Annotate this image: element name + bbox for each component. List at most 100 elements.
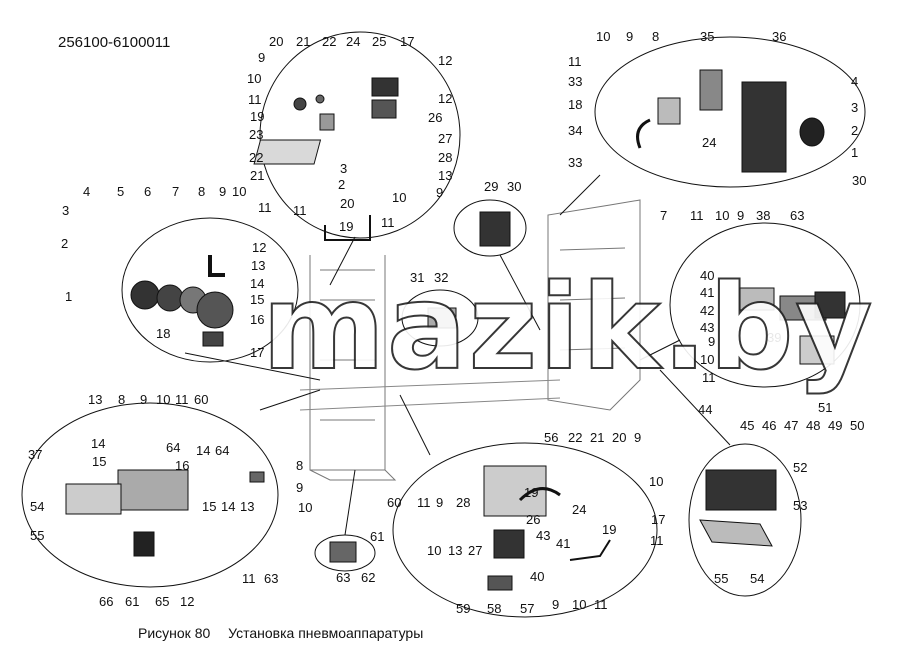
callout-bottom-left-10: 10 bbox=[156, 392, 170, 407]
callout-top-center-10: 10 bbox=[247, 71, 261, 86]
callout-right-51: 51 bbox=[818, 400, 832, 415]
callout-bottom-left-55: 55 bbox=[30, 528, 44, 543]
callout-bottom-left-14: 14 bbox=[221, 499, 235, 514]
callout-top-center-20: 20 bbox=[269, 34, 283, 49]
connector bbox=[499, 254, 541, 331]
valve-body bbox=[371, 99, 397, 119]
callout-top-right-11: 11 bbox=[568, 54, 582, 69]
callout-top-center-10: 10 bbox=[392, 190, 406, 205]
callout-right-38: 38 bbox=[756, 208, 770, 223]
connector bbox=[639, 339, 681, 361]
callout-right-41: 41 bbox=[700, 285, 714, 300]
callout-bottom-center-57: 57 bbox=[520, 601, 534, 616]
callout-top-center-28: 28 bbox=[438, 150, 452, 165]
callout-right-48: 48 bbox=[806, 418, 820, 433]
components bbox=[65, 69, 846, 591]
callout-bottom-left-13: 13 bbox=[240, 499, 254, 514]
callout-bottom-left-54: 54 bbox=[30, 499, 44, 514]
callout-left-16: 16 bbox=[250, 312, 264, 327]
callout-top-center-9: 9 bbox=[258, 50, 265, 65]
callout-left-3: 3 bbox=[62, 203, 69, 218]
housing-7 bbox=[196, 291, 234, 329]
callout-bottom-left-14: 14 bbox=[91, 436, 105, 451]
callout-right-9: 9 bbox=[708, 334, 715, 349]
diagram-lines bbox=[21, 31, 866, 618]
vehicle-frame-right bbox=[547, 199, 641, 411]
callout-bottom-center-17: 17 bbox=[651, 512, 665, 527]
callout-right-9: 9 bbox=[737, 208, 744, 223]
callout-left-18: 18 bbox=[156, 326, 170, 341]
detail-ellipse-bottom-right bbox=[688, 443, 802, 597]
elbow-8 bbox=[208, 255, 225, 277]
callout-left-17: 17 bbox=[250, 345, 264, 360]
callout-bottom-left-11: 11 bbox=[242, 571, 256, 586]
callout-bottom-center-24: 24 bbox=[572, 502, 586, 517]
callout-bottom-center-9: 9 bbox=[552, 597, 559, 612]
connector bbox=[259, 389, 321, 411]
unit-29 bbox=[479, 211, 511, 247]
detail-ellipse-bottom-center bbox=[392, 442, 658, 618]
unit-66 bbox=[133, 531, 155, 557]
unit-61 bbox=[329, 541, 357, 563]
callout-bottom-left-64: 64 bbox=[215, 443, 229, 458]
callout-bottom-center-28: 28 bbox=[456, 495, 470, 510]
detail-ellipse-top-center bbox=[259, 31, 461, 239]
fitting bbox=[293, 97, 307, 111]
part-58 bbox=[487, 575, 513, 591]
callout-top-right-33: 33 bbox=[568, 155, 582, 170]
callout-bottom-center-11: 11 bbox=[650, 533, 664, 548]
callout-right-11: 11 bbox=[690, 208, 704, 223]
callout-bottom-center-26: 26 bbox=[526, 512, 540, 527]
detail-ellipse-right bbox=[669, 222, 861, 388]
callout-bottom-left-61: 61 bbox=[125, 594, 139, 609]
callout-top-right-18: 18 bbox=[568, 97, 582, 112]
valve-block bbox=[253, 139, 322, 165]
callout-bottom-left-37: 37 bbox=[28, 447, 42, 462]
callout-bottom-center-20: 20 bbox=[612, 430, 626, 445]
callout-top-center-26: 26 bbox=[428, 110, 442, 125]
callout-right-10: 10 bbox=[700, 352, 714, 367]
callout-left-2: 2 bbox=[61, 236, 68, 251]
callout-left-1: 1 bbox=[65, 289, 72, 304]
bracket-35 bbox=[699, 69, 723, 111]
callout-bottom-center-19: 19 bbox=[602, 522, 616, 537]
disc-5 bbox=[156, 284, 184, 312]
callout-bottom-center-58: 58 bbox=[487, 601, 501, 616]
block-right-2 bbox=[814, 291, 846, 319]
callout-top-center-27: 27 bbox=[438, 131, 452, 146]
callout-bottom-small-63: 63 bbox=[336, 570, 350, 585]
pipe-19b bbox=[518, 487, 561, 502]
callout-bottom-center-21: 21 bbox=[590, 430, 604, 445]
callout-top-center-22: 22 bbox=[249, 150, 263, 165]
callout-bottom-small-62: 62 bbox=[361, 570, 375, 585]
callout-top-center-9: 9 bbox=[436, 185, 443, 200]
callout-right-40: 40 bbox=[700, 268, 714, 283]
callout-bottom-left-13: 13 bbox=[88, 392, 102, 407]
callout-bottom-center-11: 11 bbox=[417, 495, 431, 510]
document-number: 256100-6100011 bbox=[58, 34, 171, 51]
unit-31 bbox=[427, 307, 457, 329]
callout-top-center-22: 22 bbox=[322, 34, 336, 49]
callout-bottom-center-9: 9 bbox=[436, 495, 443, 510]
callout-top-center-17: 17 bbox=[400, 34, 414, 49]
callout-center-small-31: 31 bbox=[410, 270, 424, 285]
callout-left-15: 15 bbox=[250, 292, 264, 307]
callout-bottom-left-64: 64 bbox=[166, 440, 180, 455]
cap-4 bbox=[799, 117, 825, 147]
callout-bottom-right-54: 54 bbox=[750, 571, 764, 586]
fitting bbox=[315, 94, 325, 104]
callout-right-10: 10 bbox=[715, 208, 729, 223]
block-27 bbox=[493, 529, 525, 559]
plate-54 bbox=[65, 483, 122, 515]
callout-bottom-left-15: 15 bbox=[92, 454, 106, 469]
callout-right-44: 44 bbox=[698, 402, 712, 417]
callout-top-right-35: 35 bbox=[700, 29, 714, 44]
valve-37 bbox=[117, 469, 189, 511]
callout-bottom-center-27: 27 bbox=[468, 543, 482, 558]
callout-top-center-19: 19 bbox=[250, 109, 264, 124]
callout-bottom-left-11: 11 bbox=[175, 392, 189, 407]
callout-top-center-19: 19 bbox=[339, 219, 353, 234]
callout-bottom-right-55: 55 bbox=[714, 571, 728, 586]
callout-left-14: 14 bbox=[250, 276, 264, 291]
callout-top-center-11: 11 bbox=[293, 203, 307, 218]
